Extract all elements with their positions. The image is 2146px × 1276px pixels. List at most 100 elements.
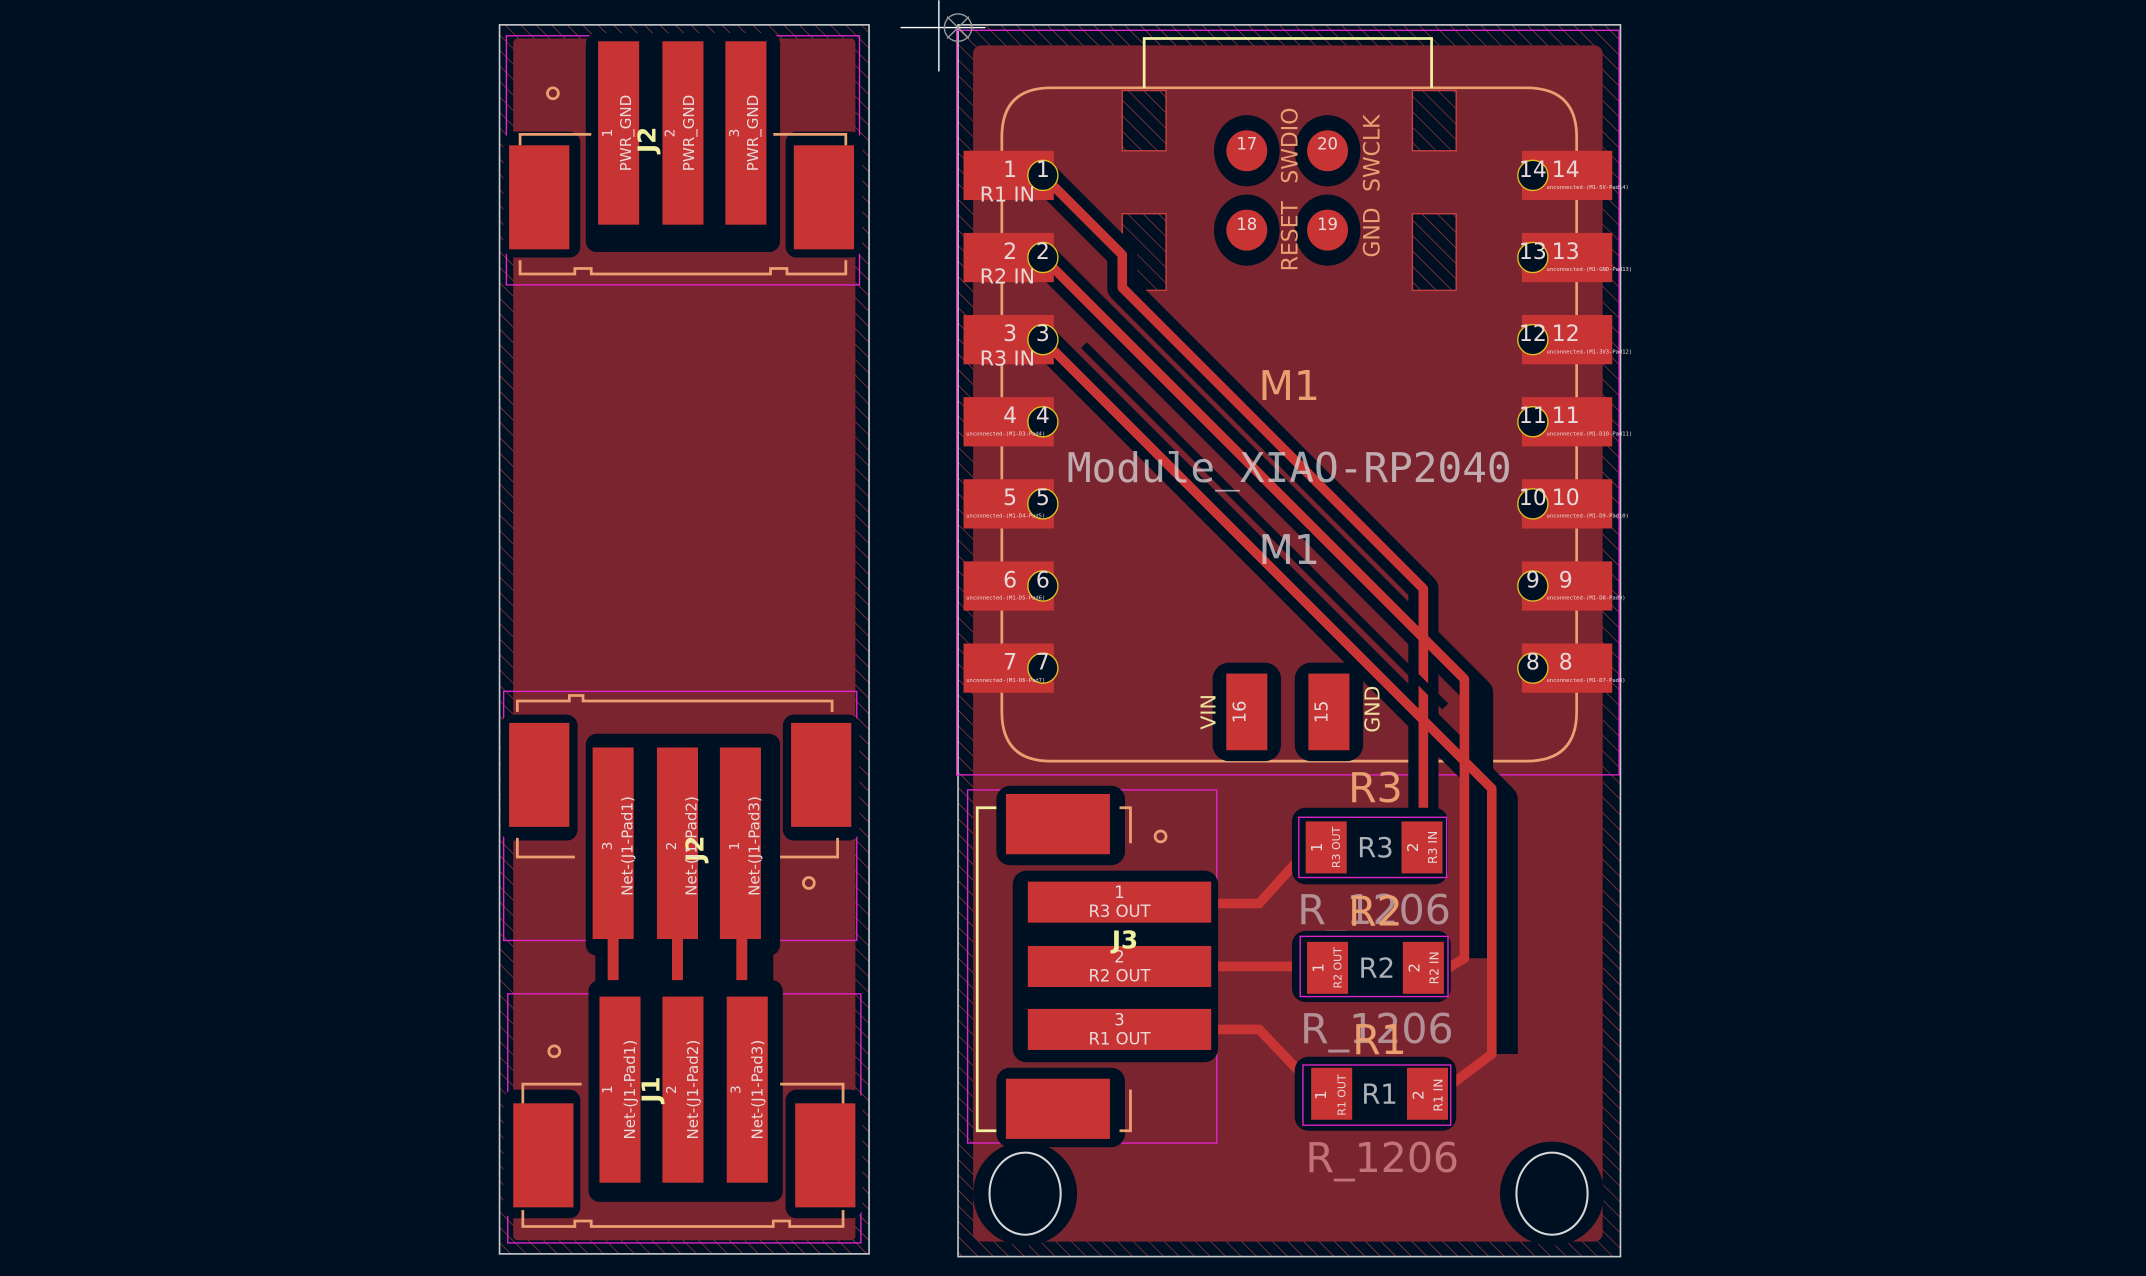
swd-label-gnd: GND — [1361, 207, 1386, 257]
pad-1[interactable] — [1307, 941, 1349, 994]
pad-17[interactable] — [1226, 130, 1268, 172]
module-pad-14[interactable]: 14 14 unconnected-(M1-5V-Pad14) — [1517, 150, 1629, 201]
pad-net: R1 OUT — [1089, 1029, 1152, 1048]
module-pad-11[interactable]: 11 11 unconnected-(M1-D10-Pad11) — [1517, 397, 1632, 447]
pad-1[interactable] — [719, 747, 761, 940]
pad-2[interactable] — [1406, 1067, 1449, 1120]
pad-1[interactable] — [1305, 821, 1347, 874]
pad-2[interactable] — [1027, 945, 1212, 987]
pad-2[interactable] — [656, 747, 698, 940]
module-pad-2[interactable]: 2 2 R2 IN — [963, 232, 1059, 289]
pad-num: 1 — [600, 129, 616, 138]
pad-3[interactable] — [1027, 1008, 1212, 1050]
pad-1[interactable] — [598, 41, 640, 225]
pad-num: 3 — [1003, 322, 1017, 347]
mount-pad[interactable] — [509, 145, 570, 250]
pad-label: R1 IN — [980, 182, 1035, 206]
mount-pad[interactable] — [509, 722, 570, 827]
pad-net: unconnected-(M1-D3-Pad4) — [966, 431, 1045, 437]
resistor-r2[interactable]: R2 R2 R_1206 1 R2 OUT 2 R2 IN — [1291, 887, 1454, 1053]
pad-num: 2 — [664, 1085, 680, 1094]
silkscreen-outline — [515, 837, 575, 859]
pad-15[interactable] — [1308, 673, 1350, 751]
module-ref-fab: M1 — [1258, 526, 1320, 574]
module-pad-5[interactable]: 5 5 unconnected-(M1-D4-Pad5) — [963, 479, 1059, 529]
pad-label: R2 IN — [980, 265, 1035, 289]
pad-num: 7 — [1036, 650, 1050, 675]
mount-pad[interactable] — [795, 1103, 856, 1208]
pad-num: 3 — [1114, 1010, 1124, 1029]
pad-num: 6 — [1036, 568, 1050, 593]
pad-net: unconnected-(M1-D5-Pad6) — [966, 596, 1045, 602]
pad-num: 1 — [1003, 158, 1017, 183]
mount-pad[interactable] — [793, 145, 855, 250]
mounting-hole-left[interactable] — [973, 1141, 1078, 1246]
pad-net: Net-(J1-Pad1) — [618, 796, 636, 896]
pad-num: 2 — [1114, 947, 1124, 966]
trace-r1-in[interactable] — [1039, 172, 1429, 819]
pad-net: R2 OUT — [1331, 947, 1344, 989]
pad-1[interactable] — [599, 996, 641, 1183]
pad-num: 10 — [1552, 486, 1580, 511]
clearance — [1081, 342, 1449, 710]
module-pad-7[interactable]: 7 7 unconnected-(M1-D6-Pad7) — [963, 643, 1059, 693]
pad-2[interactable] — [1401, 821, 1443, 874]
silkscreen-outline — [1119, 1089, 1132, 1133]
pad-1[interactable] — [1027, 881, 1212, 923]
connector-j2-middle[interactable]: J2 3 Net-(J1-Pad1) 2 Net-(J1-Pad2) 1 Net… — [500, 690, 860, 956]
value-label: R_1206 — [1306, 1134, 1460, 1182]
module-pad-3[interactable]: 3 3 R3 IN — [963, 315, 1059, 371]
pad-19[interactable] — [1307, 209, 1349, 251]
pad-label-vin: VIN — [1196, 694, 1220, 729]
connector-j2-top[interactable]: J2 1 PWR_GND 2 PWR_GND 3 PWR_GND — [503, 33, 863, 286]
mount-pad[interactable] — [1005, 1078, 1110, 1139]
pad-16[interactable] — [1226, 673, 1268, 751]
pad-2[interactable] — [662, 41, 704, 225]
pad-3[interactable] — [726, 996, 768, 1183]
module-pad-4[interactable]: 4 4 unconnected-(M1-D3-Pad4) — [963, 397, 1059, 447]
swd-label-swclk: SWCLK — [1361, 114, 1386, 192]
module-right-pads: 14 14 unconnected-(M1-5V-Pad14) 13 13 un… — [1517, 150, 1632, 693]
pin1-marker — [546, 86, 560, 101]
mount-pad[interactable] — [1005, 794, 1110, 855]
module-pad-9[interactable]: 9 9 unconnected-(M1-D8-Pad9) — [1517, 561, 1626, 611]
connector-j3[interactable]: 1 R3 OUT 2 R2 OUT 3 R1 OUT J3 — [966, 785, 1219, 1148]
mounting-hole-right[interactable] — [1500, 1141, 1605, 1246]
module-pad-13[interactable]: 13 13 unconnected-(M1-GND-Pad13) — [1517, 232, 1632, 283]
trace[interactable] — [671, 936, 683, 1003]
mount-pad[interactable] — [513, 1103, 574, 1208]
module-pad-8[interactable]: 8 8 unconnected-(M1-D7-Pad8) — [1517, 643, 1626, 693]
connector-j1-bottom[interactable]: J1 1 Net-(J1-Pad1) 2 Net-(J1-Pad2) 3 Net… — [503, 980, 863, 1244]
resistor-r1[interactable]: R1 R1 R_1206 1 R1 OUT 2 R1 IN — [1294, 1016, 1460, 1182]
trace-r3-in[interactable] — [1039, 336, 1497, 1099]
pad-18[interactable] — [1226, 209, 1268, 251]
module-pad-1[interactable]: 1 1 R1 IN — [963, 150, 1059, 207]
pad-num: 14 — [1519, 158, 1547, 183]
module-pad-6[interactable]: 6 6 unconnected-(M1-D5-Pad6) — [963, 561, 1059, 611]
module-pad-10[interactable]: 10 10 unconnected-(M1-D9-Pad10) — [1517, 479, 1629, 529]
pad-num: 4 — [1003, 404, 1017, 429]
pad-net: unconnected-(M1-D8-Pad9) — [1547, 596, 1626, 602]
pad-2[interactable] — [662, 996, 704, 1183]
pad-num: 1 — [1312, 1090, 1330, 1100]
trace[interactable] — [607, 936, 619, 1003]
module-pad-12[interactable]: 12 12 unconnected-(M1-3V3-Pad12) — [1517, 315, 1632, 365]
pad-1[interactable] — [1311, 1067, 1353, 1120]
pad-num: 1 — [1114, 883, 1124, 902]
trace[interactable] — [736, 936, 748, 1003]
resistor-r3[interactable]: R3 R3 R_1206 1 R3 OUT 2 R3 IN — [1291, 764, 1451, 934]
pad-net: R3 IN — [1426, 831, 1440, 864]
mount-pad[interactable] — [791, 722, 852, 827]
module-silkscreen — [1000, 86, 1579, 763]
pad-num: 7 — [1003, 650, 1017, 675]
pad-net: unconnected-(M1-D9-Pad10) — [1547, 514, 1629, 520]
pin1-marker — [547, 1044, 562, 1059]
pad-3[interactable] — [592, 747, 634, 940]
pad-2[interactable] — [1402, 941, 1444, 994]
value-label: R_1206 — [1297, 886, 1451, 934]
pad-20[interactable] — [1307, 130, 1349, 172]
ref-silk: R1 — [1352, 1016, 1407, 1064]
pad-3[interactable] — [725, 41, 767, 225]
pad-net: unconnected-(M1-D7-Pad8) — [1547, 678, 1626, 684]
